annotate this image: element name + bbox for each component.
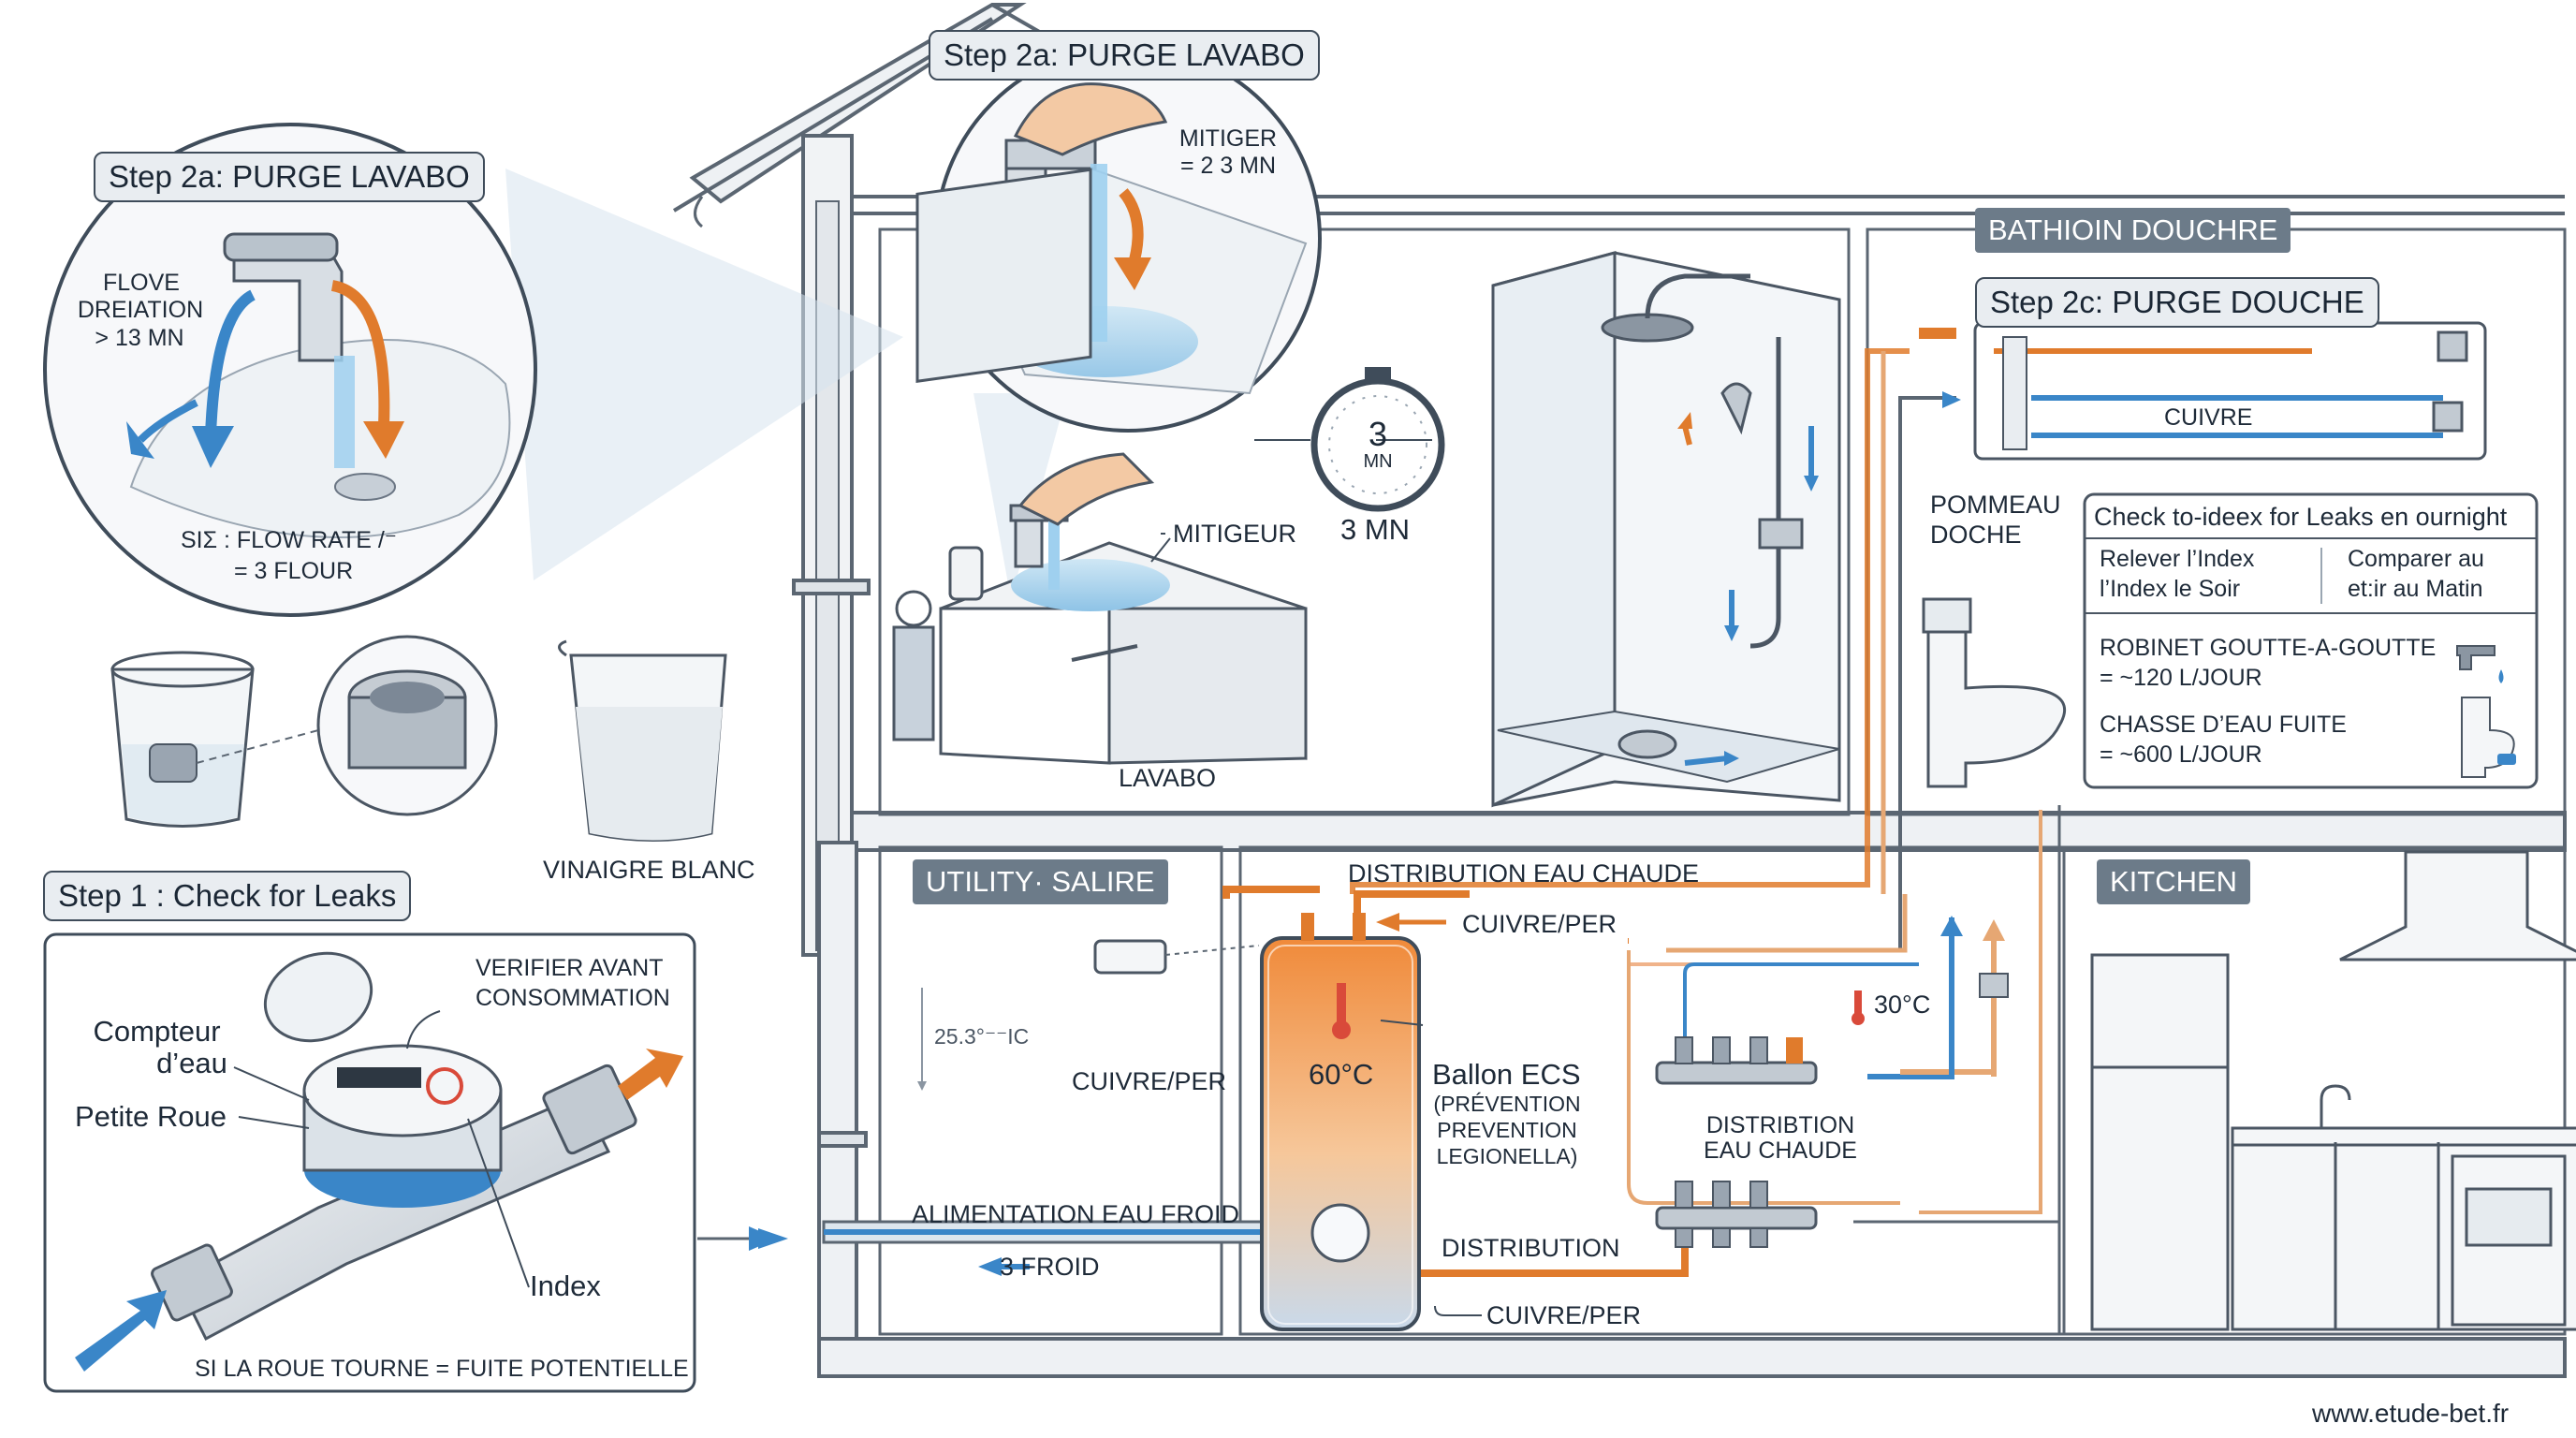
chasse-line1: CHASSE D’EAU FUITE	[2100, 712, 2347, 738]
flow-rate-line-2: = 3 FLOUR	[234, 558, 354, 584]
step2c-tag: Step 2c: PURGE DOUCHE	[1975, 277, 2379, 328]
blue-arrow-icon	[192, 426, 234, 468]
kitchen-scene	[2090, 850, 2576, 1331]
cuivre-per-left: CUIVRE/PER	[1072, 1067, 1227, 1095]
utility-room-tag: UTILITY· SALIRE	[913, 859, 1168, 904]
outflow-arrow-icon	[618, 1049, 683, 1100]
robinet-line1: ROBINET GOUTTE-A-GOUTTE	[2100, 635, 2437, 661]
index-label: Index	[530, 1269, 601, 1302]
temp-30: 30°C	[1874, 990, 1931, 1019]
pipes	[822, 328, 2061, 1317]
meter-to-house-arrow	[697, 1226, 788, 1251]
fridge-icon	[2090, 953, 2230, 1331]
pommeau-line-2: DOCHE	[1930, 521, 2022, 549]
kitchen-room-tag: KITCHEN	[2097, 859, 2251, 904]
lavabo-label: LAVABO	[1119, 764, 1217, 792]
aerator-cleaning	[110, 635, 727, 842]
thermo-reading: 25.3°⁻⁻IC	[934, 1024, 1030, 1049]
bathroom-scene	[892, 168, 2487, 808]
distribtion-line2: EAU CHAUDE	[1704, 1137, 1857, 1164]
water-heater	[917, 913, 1482, 1331]
zoom-callout-top	[973, 393, 1067, 599]
ballon-line4: LEGIONELLA)	[1436, 1144, 1578, 1168]
leak-col2-line1: Comparer au	[2348, 546, 2484, 572]
flow-line-3: > 13 MN	[95, 325, 184, 351]
mitiger-line-2: = 2 3 MN	[1179, 153, 1277, 179]
vinaigre-label: VINAIGRE BLANC	[543, 856, 755, 884]
compteur-line-1: Compteur	[93, 1015, 221, 1048]
chasse-line2: = ~600 L/JOUR	[2100, 741, 2262, 768]
cuivre-shower-label: CUIVRE	[2160, 404, 2257, 432]
ballon-line1: Ballon ECS	[1432, 1058, 1581, 1091]
drip-faucet-icon	[2456, 645, 2496, 670]
timer-unit: MN	[1363, 451, 1393, 472]
bathroom-floor	[850, 811, 2567, 852]
cuivre-per-bottom: CUIVRE/PER	[1486, 1301, 1642, 1329]
distribtion-line1: DISTRIBTION	[1705, 1112, 1855, 1138]
cold-up-arrow-icon	[1940, 916, 1963, 936]
cuivre-per-top: CUIVRE/PER	[1462, 910, 1617, 938]
ground-floor	[817, 1337, 2567, 1378]
leak-col1-line2: l’Index le Soir	[2100, 576, 2241, 602]
orange-arrow-icon	[363, 421, 404, 459]
step2a-top-tag: Step 2a: PURGE LAVABO	[929, 30, 1320, 81]
leak-col2-line2: et:ir au Matin	[2348, 576, 2483, 602]
mitigeur-label: MITIGEUR	[1173, 520, 1296, 548]
bathroom-room-tag: BATHIOIN DOUCHRE	[1975, 208, 2291, 253]
manifold	[1655, 916, 2009, 1248]
meter-footer-label: SI LA ROUE TOURNE = FUITE POTENTIELLE	[195, 1356, 689, 1382]
leak-box-title: Check to-ideex for Leaks en ournight	[2094, 503, 2508, 531]
hand-icon	[1013, 82, 1168, 156]
froid-label: 3 FROID	[1000, 1253, 1100, 1281]
mitiger-line-1: MITIGER	[1178, 125, 1278, 152]
flow-line-2: DREIATION	[77, 297, 204, 323]
flow-rate-line-1: SIƩ : FLOW RATE /⁻	[181, 527, 397, 553]
sensor-icon	[1093, 939, 1167, 975]
petite-roue-label: Petite Roue	[75, 1100, 227, 1133]
ballon-line2: (PRÉVENTION	[1433, 1092, 1581, 1116]
compteur-line-2: d’eau	[156, 1047, 227, 1079]
inflow-arrow-icon	[75, 1290, 167, 1372]
zoom-callout-left	[505, 169, 903, 580]
dist-chaude-top: DISTRIBUTION EAU CHAUDE	[1348, 859, 1700, 888]
distribution-label: DISTRIBUTION	[1442, 1234, 1620, 1262]
soap-icon	[948, 546, 984, 601]
alimentation-label: ALIMENTATION EAU FROID	[912, 1200, 1240, 1228]
toilet-icon	[1926, 602, 2066, 788]
pommeau-line-1: POMMEAU	[1930, 491, 2061, 519]
verifier-line-1: VERIFIER AVANT	[476, 955, 664, 981]
leak-col1-line1: Relever l’Index	[2100, 546, 2255, 572]
tank-thermometer-icon	[1332, 1020, 1351, 1039]
timer-caption: 3 MN	[1340, 513, 1411, 546]
flow-line-1: FLOVE	[103, 270, 180, 296]
hot-up-arrow-icon	[1983, 919, 2005, 941]
footer-url[interactable]: www.etude-bet.fr	[2312, 1399, 2510, 1428]
tank-temp: 60°C	[1309, 1058, 1374, 1091]
tank-port-icon	[1310, 1203, 1370, 1263]
timer-number: 3	[1368, 415, 1388, 453]
step2a-left-tag: Step 2a: PURGE LAVABO	[94, 152, 485, 202]
drain-icon	[334, 473, 396, 501]
ballon-line3: PREVENTION	[1437, 1118, 1577, 1142]
step1-tag: Step 1 : Check for Leaks	[43, 871, 412, 921]
kitchen-faucet-icon	[2320, 1084, 2351, 1128]
petite-roue-icon	[426, 1067, 463, 1105]
water-meter	[43, 932, 696, 1393]
robinet-line2: = ~120 L/JOUR	[2100, 665, 2262, 691]
verifier-line-2: CONSOMMATION	[476, 985, 670, 1011]
thermometer-icon	[1854, 990, 1862, 1017]
leak-check-box	[2083, 492, 2539, 789]
left-faucet-circle	[43, 123, 537, 617]
